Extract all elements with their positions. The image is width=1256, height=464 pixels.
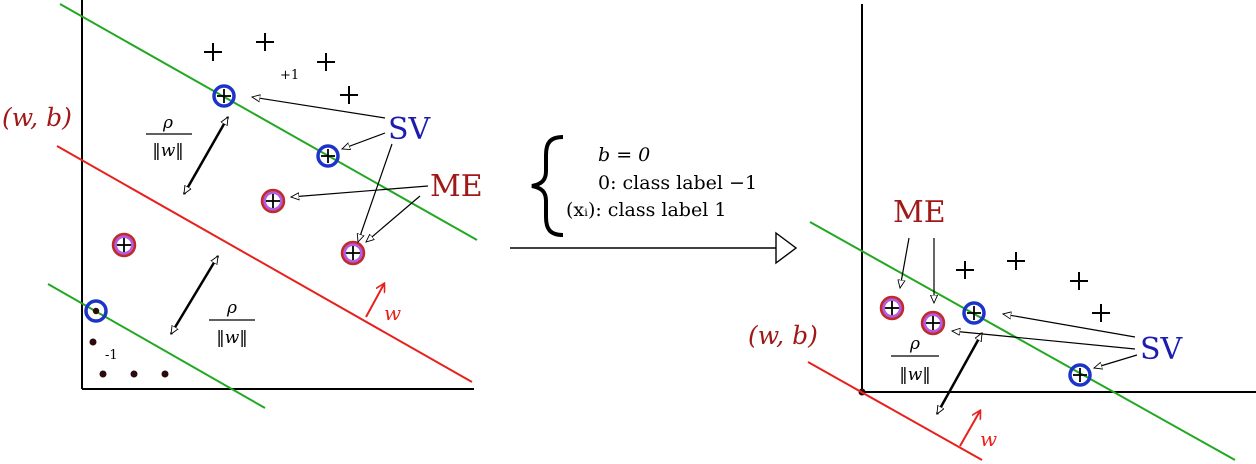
plus-marker: [1092, 304, 1110, 322]
right-label-w: w: [980, 427, 997, 451]
negative-dot: [130, 370, 138, 378]
arrow-sv-to-point: [358, 143, 393, 242]
left-hyperplane: [56, 145, 473, 383]
arrow-sv-to-point: [1003, 314, 1136, 338]
arrow-sv-to-point: [1094, 354, 1138, 368]
transformation-arrow-head: [775, 231, 798, 265]
left-upper-margin-line: [59, 3, 478, 241]
left-negative-points: [89, 338, 169, 378]
negative-dot: [99, 370, 107, 378]
right-marginal-error: [879, 295, 905, 321]
right-label-sv: SV: [1140, 332, 1184, 367]
left-label-me: ME: [430, 169, 483, 204]
condition-line-2: 0: class label −1: [598, 172, 757, 194]
condition-line-3: (xᵢ): class label 1: [566, 199, 726, 221]
plus-marker: [340, 86, 358, 104]
left-positive-points: [204, 33, 358, 104]
left-panel: +1: [2, 0, 483, 409]
left-lower-margin-line: [47, 283, 266, 409]
left-marginal-error: [340, 240, 366, 266]
left-support-vector-negative: [84, 299, 108, 323]
rho-denominator: ‖w‖: [899, 365, 931, 385]
rho-numerator: ρ: [909, 334, 920, 354]
left-support-vector: [316, 144, 340, 168]
plus-marker: [1070, 272, 1088, 290]
condition-line-1: b = 0: [598, 144, 650, 166]
left-marginal-error: [260, 188, 286, 214]
rho-numerator: ρ: [162, 113, 173, 133]
arrow-me-to-point: [900, 237, 910, 288]
left-normal-vector: [365, 284, 384, 318]
left-marginal-error: [111, 232, 137, 258]
right-marginal-error: [920, 310, 946, 336]
plus-marker: [317, 53, 335, 71]
left-upper-margin-width-arrow: [182, 117, 230, 194]
right-panel: ME SV ρ ‖w‖ (w, b) w: [748, 4, 1256, 461]
negative-dot: [161, 370, 169, 378]
arrow-me-to-point: [366, 195, 421, 242]
right-rho-fraction: ρ ‖w‖: [891, 334, 939, 385]
right-support-vector: [962, 301, 986, 325]
right-normal-vector: [959, 411, 980, 447]
left-support-vector: [212, 84, 236, 108]
right-label-wb: (w, b): [748, 321, 818, 350]
left-label-wb: (w, b): [2, 103, 72, 132]
plus-marker: [256, 33, 274, 51]
left-label-sv: SV: [388, 112, 432, 147]
left-rho-upper-fraction: ρ ‖w‖: [146, 113, 192, 161]
left-rho-lower-fraction: ρ ‖w‖: [209, 298, 255, 348]
arrow-me-to-point: [291, 185, 429, 197]
label-minus-one: -1: [105, 348, 118, 363]
rho-denominator: ‖w‖: [152, 141, 184, 161]
plus-marker: [204, 43, 222, 61]
right-margin-width-arrow: [935, 333, 984, 414]
left-lower-margin-width-arrow: [169, 256, 220, 334]
plus-marker: [1007, 252, 1025, 270]
negative-dot: [89, 338, 97, 346]
right-label-me: ME: [893, 195, 946, 230]
right-margin-line: [809, 221, 1236, 461]
rho-numerator: ρ: [226, 298, 237, 318]
right-support-vector: [1068, 363, 1092, 387]
label-plus-one: +1: [280, 68, 299, 83]
left-label-w: w: [384, 301, 401, 325]
right-positive-points: [956, 252, 1110, 322]
transformation: b = 0 0: class label −1 (xᵢ): class labe…: [510, 135, 798, 265]
arrow-sv-to-point: [252, 97, 386, 119]
arrow-sv-to-point: [342, 132, 386, 149]
rho-denominator: ‖w‖: [216, 328, 248, 348]
right-hyperplane: [807, 361, 983, 461]
curly-brace: [531, 135, 564, 237]
plus-marker: [956, 261, 974, 279]
